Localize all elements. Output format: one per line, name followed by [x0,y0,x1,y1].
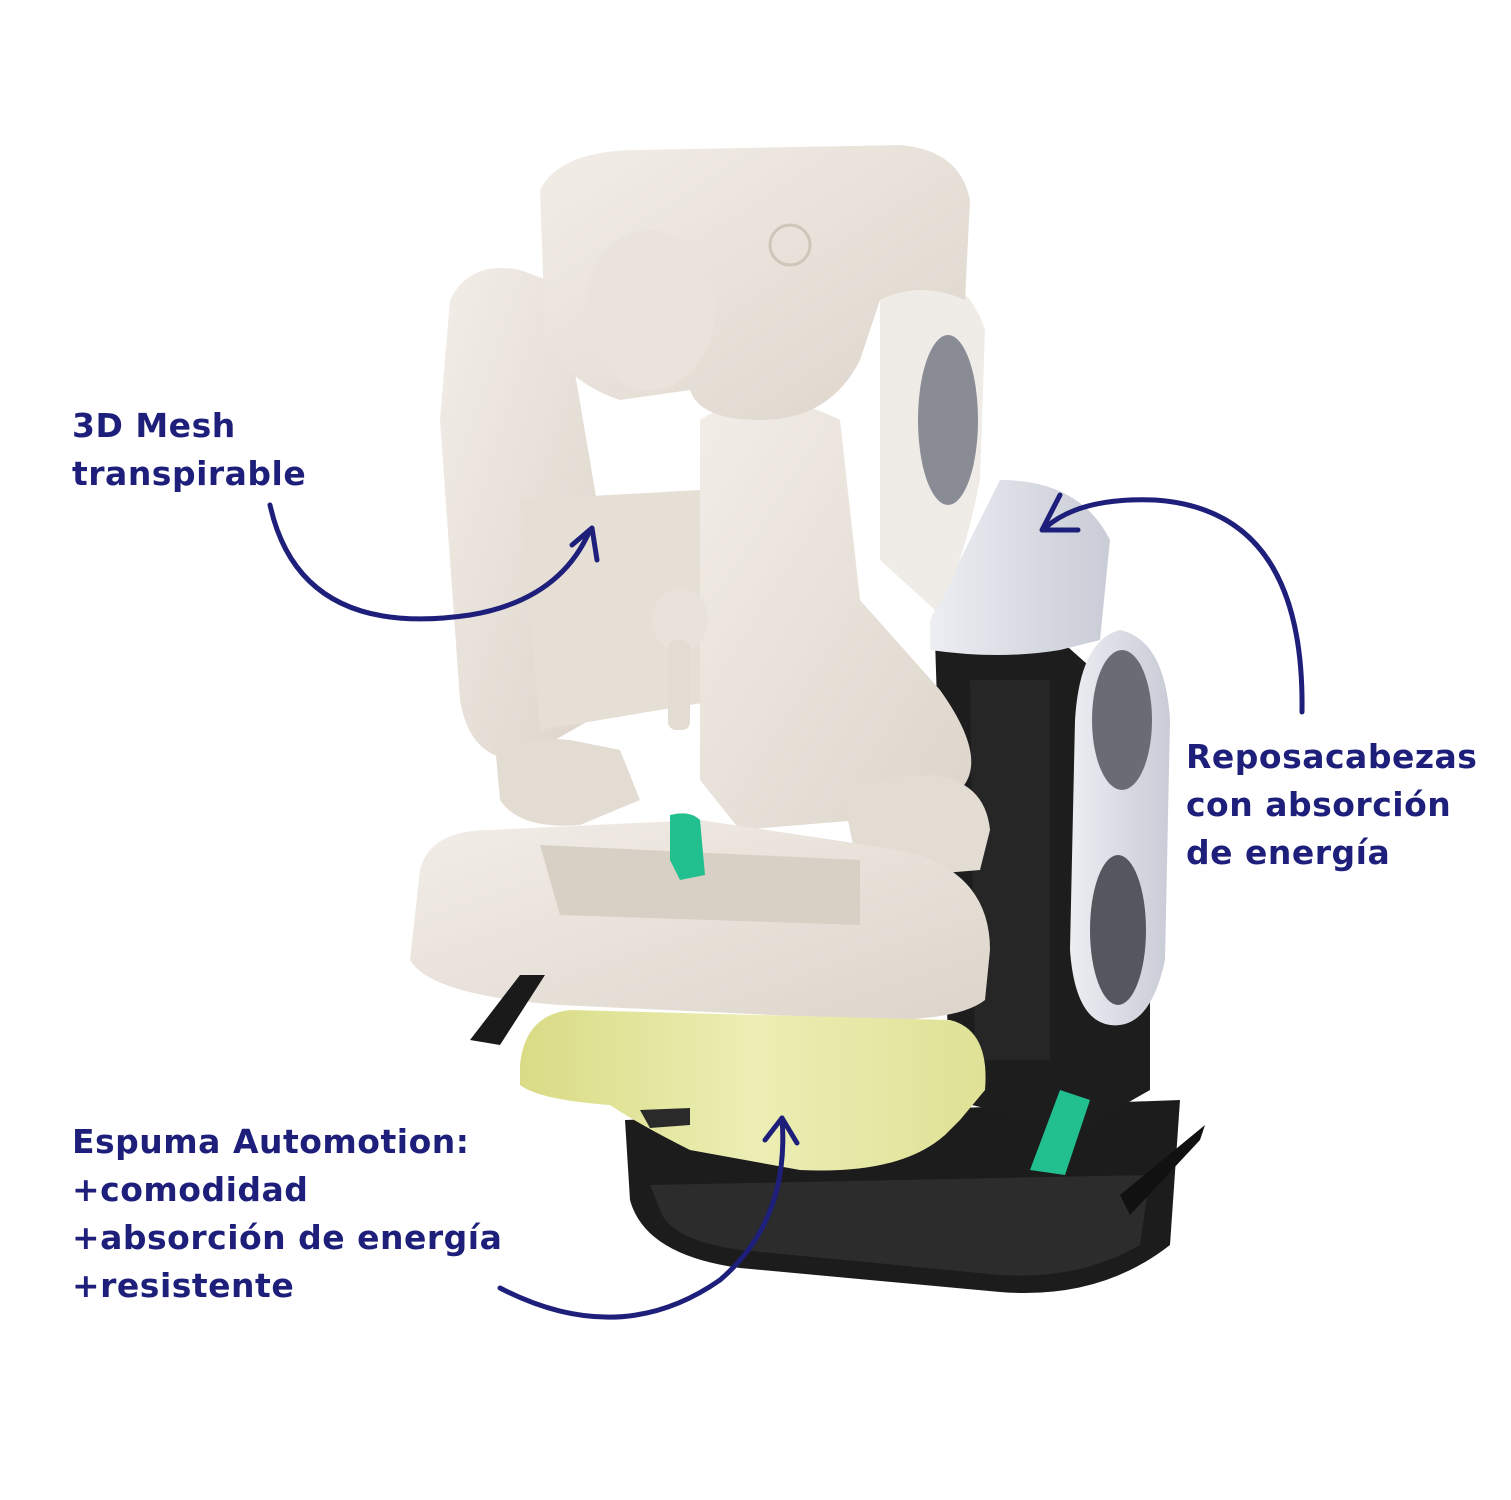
annotation-foam-line-2: +comodidad [72,1170,309,1209]
annotation-foam-line-1: Espuma Automotion: [72,1122,470,1161]
headrest [540,145,970,420]
arrow-headrest [1039,492,1305,715]
arrow-foam [497,1115,800,1320]
seat-cushion [410,813,990,1020]
annotation-headrest-line-2: con absorción [1186,785,1452,824]
annotation-mesh: 3D Mesh transpirable [72,402,306,498]
backrest [440,268,972,830]
side-protector [1070,630,1170,1026]
arrow-mesh [267,502,600,622]
annotation-foam-line-3: +absorción de energía [72,1218,503,1257]
annotation-foam-line-4: +resistente [72,1266,295,1305]
belt-guide-clip [670,813,705,880]
annotation-mesh-line-2: transpirable [72,454,307,493]
annotation-headrest: Reposacabezas con absorción de energía [1186,733,1477,877]
headrest-wing [880,273,1110,655]
annotation-foam: Espuma Automotion: +comodidad +absorción… [72,1118,502,1310]
annotation-mesh-line-1: 3D Mesh [72,406,236,445]
foam-insert [520,1010,986,1171]
isofix-connector [470,975,1090,1175]
annotation-headrest-line-1: Reposacabezas [1186,737,1478,776]
annotation-headrest-line-3: de energía [1186,833,1391,872]
